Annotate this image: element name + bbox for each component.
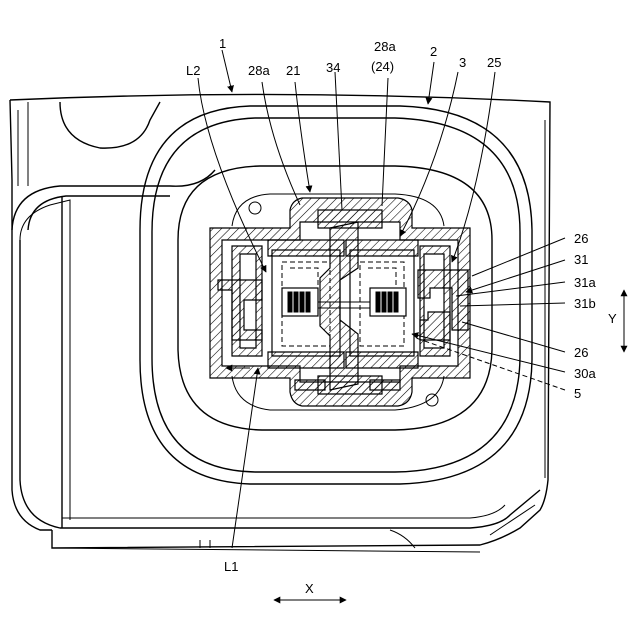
label-x: X bbox=[305, 581, 314, 596]
label-21: 21 bbox=[286, 63, 300, 78]
label-26-top: 26 bbox=[574, 231, 588, 246]
label-31b: 31b bbox=[574, 296, 596, 311]
label-2: 2 bbox=[430, 44, 437, 59]
label-3: 3 bbox=[459, 55, 466, 70]
label-34: 34 bbox=[326, 60, 340, 75]
terminal-spring-right bbox=[370, 288, 406, 316]
label-28a-top: 28a bbox=[374, 39, 396, 54]
label-26-bottom: 26 bbox=[574, 345, 588, 360]
terminal-spring-left bbox=[282, 288, 318, 316]
label-28a-left: 28a bbox=[248, 63, 270, 78]
label-y: Y bbox=[608, 311, 617, 326]
label-24: (24) bbox=[371, 59, 394, 74]
label-31: 31 bbox=[574, 252, 588, 267]
label-31a: 31a bbox=[574, 275, 596, 290]
label-l1: L1 bbox=[224, 559, 238, 574]
label-30a: 30a bbox=[574, 366, 596, 381]
label-25: 25 bbox=[487, 55, 501, 70]
label-l2: L2 bbox=[186, 63, 200, 78]
label-1: 1 bbox=[219, 36, 226, 51]
connector-housing bbox=[210, 198, 470, 406]
label-5: 5 bbox=[574, 386, 581, 401]
